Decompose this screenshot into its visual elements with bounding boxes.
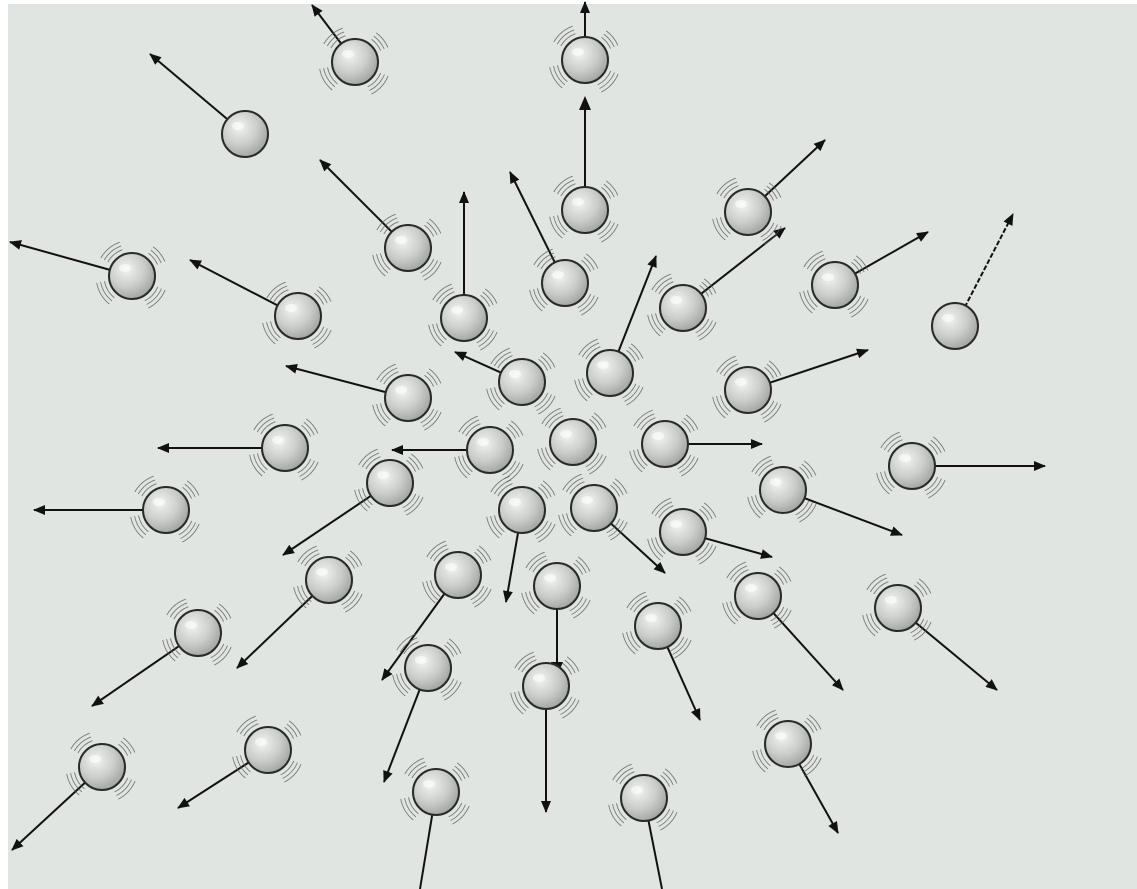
particle [932, 303, 978, 349]
particle [222, 111, 268, 157]
